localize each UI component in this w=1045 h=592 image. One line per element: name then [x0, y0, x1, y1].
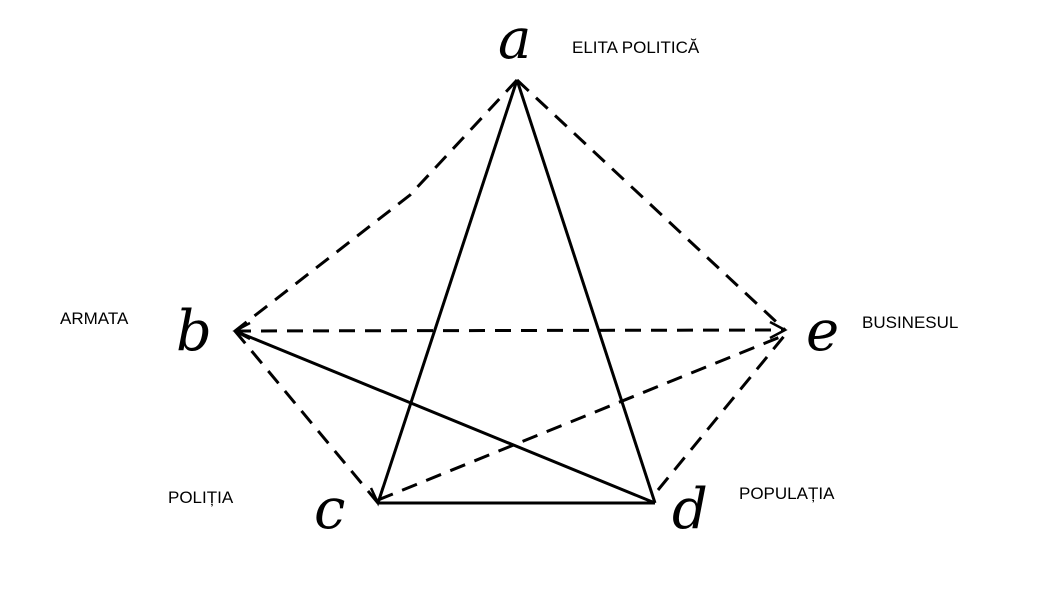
- edge-a-c: [376, 79, 519, 504]
- node-e: e: [806, 299, 840, 364]
- node-b: b: [176, 299, 212, 364]
- edge-c-e: [377, 333, 786, 502]
- edge-b-c: [233, 330, 380, 504]
- edge-a-b: [234, 78, 519, 333]
- edge-b-d: [234, 329, 656, 505]
- edge-a-e: [515, 78, 787, 332]
- node-c: c: [314, 477, 346, 542]
- edge-d-e: [656, 334, 787, 491]
- node-a: a: [498, 7, 532, 72]
- label-elita-politica: ELITA POLITICĂ: [572, 38, 700, 57]
- arrowhead-e: [769, 320, 788, 340]
- label-businesul: BUSINESUL: [862, 313, 959, 332]
- label-politia: POLIȚIA: [168, 488, 234, 507]
- arrowhead-c: [369, 486, 385, 507]
- edge-a-d: [515, 79, 657, 504]
- node-d: d: [672, 477, 708, 542]
- edge-b-e: [234, 328, 786, 333]
- label-armata: ARMATA: [60, 309, 129, 328]
- arrowhead-b: [232, 321, 251, 341]
- label-populatia: POPULAȚIA: [739, 484, 835, 503]
